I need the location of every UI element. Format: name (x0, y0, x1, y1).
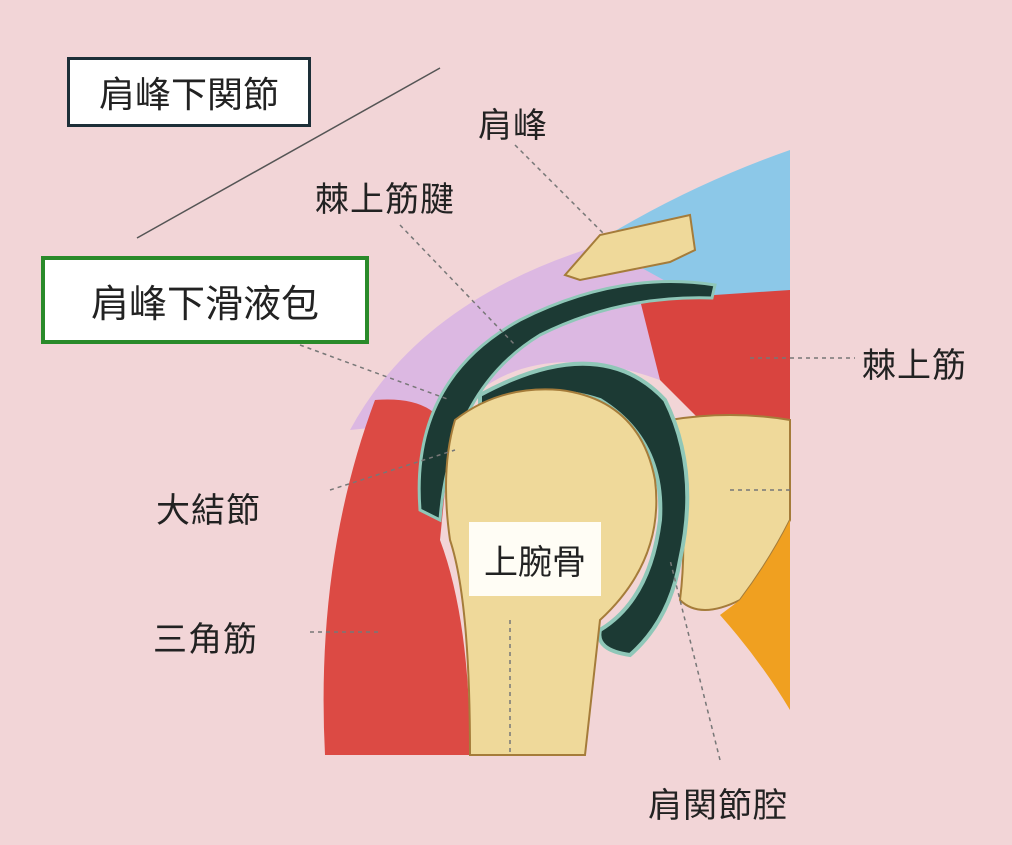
subacromial-bursa (417, 280, 717, 523)
supraspinatus-tendon-label: 棘上筋腱 (315, 180, 455, 220)
subacromial-bursa-label: 肩峰下滑液包 (41, 256, 369, 344)
label-text: 肩峰下関節 (98, 75, 279, 116)
subacromial-joint-label: 肩峰下関節 (67, 57, 311, 127)
supraspinatus-label: 棘上筋 (862, 346, 967, 386)
glenohumeral-cavity-label: 肩関節腔 (648, 786, 788, 826)
acromion-label: 肩峰 (478, 106, 548, 146)
supraspinatus-muscle (640, 290, 790, 440)
label-text: 肩峰下滑液包 (90, 281, 319, 326)
greater-tubercle-label: 大結節 (156, 491, 261, 531)
leader-lines (299, 144, 855, 761)
scapula-orange (720, 520, 790, 710)
deltoid-label: 三角筋 (153, 620, 258, 660)
subacromial-joint-pointer (136, 67, 441, 239)
humerus-label: 上腕骨 (469, 522, 601, 596)
label-text: 上腕骨 (484, 542, 586, 583)
acromion-bone (563, 213, 697, 282)
